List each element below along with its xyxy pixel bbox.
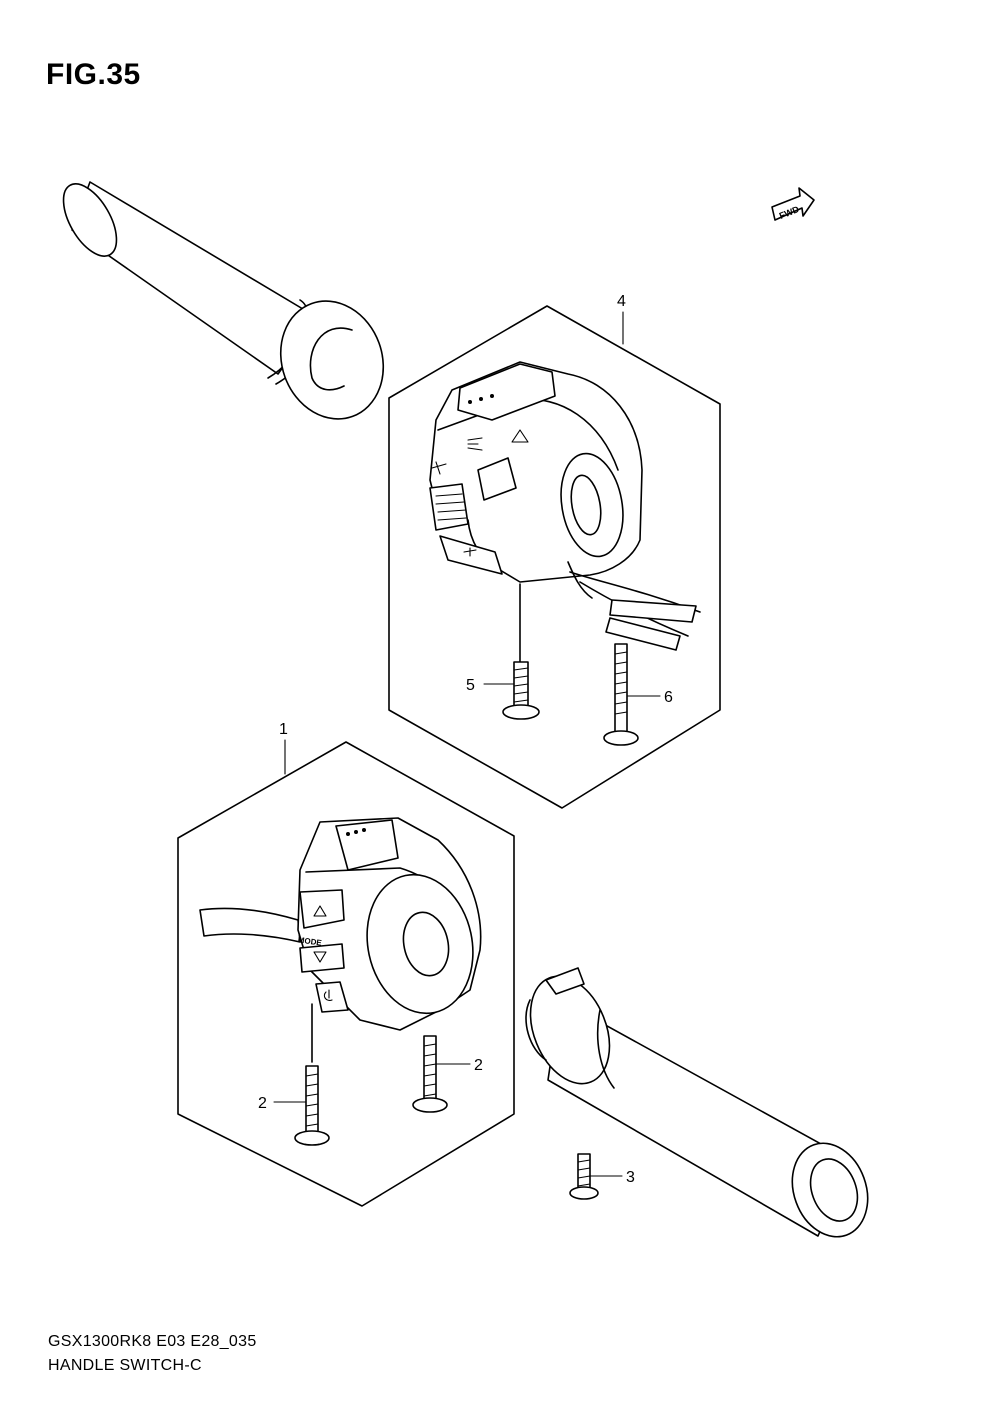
screw-part3 (569, 1153, 599, 1200)
figure-name: HANDLE SWITCH-C (48, 1357, 202, 1374)
callout-5: 5 (466, 677, 475, 694)
right-grip (525, 967, 869, 1238)
right-handle-switch (429, 361, 701, 663)
screw-part5 (502, 661, 540, 720)
figure-title: FIG.35 (46, 58, 141, 91)
callout-2b: 2 (474, 1057, 483, 1074)
assembly-box-part4 (388, 305, 721, 809)
fwd-arrow-icon: FWD (771, 187, 815, 221)
callout-2a: 2 (258, 1095, 267, 1112)
screw-part2-right (412, 1035, 448, 1113)
screw-part2-left (294, 1065, 330, 1146)
screw-part6 (603, 643, 639, 746)
callout-3: 3 (626, 1169, 635, 1186)
callout-6: 6 (664, 689, 673, 706)
figure-code: GSX1300RK8 E03 E28_035 (48, 1333, 257, 1350)
left-grip (62, 181, 385, 420)
left-handle-switch: MODE (199, 817, 482, 1063)
callout-4: 4 (617, 293, 626, 310)
callout-1: 1 (279, 721, 288, 738)
assembly-box-part1 (177, 741, 515, 1207)
mode-label: MODE (297, 935, 323, 947)
